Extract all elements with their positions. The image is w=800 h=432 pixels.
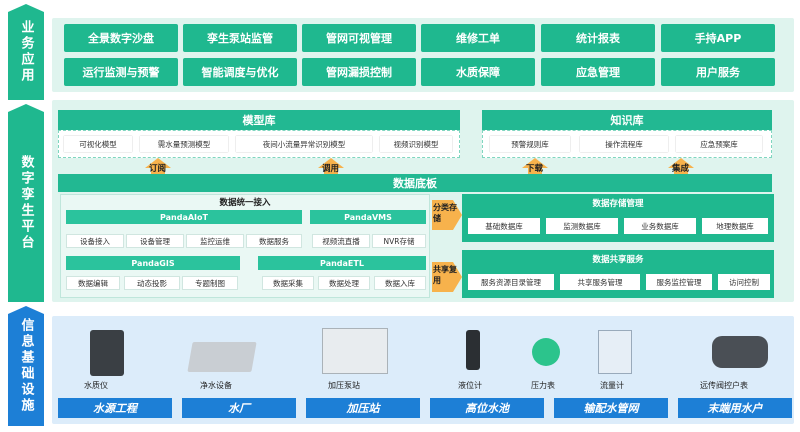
share-label: 共享复用: [433, 265, 457, 285]
aiot-item[interactable]: 监控运维: [186, 234, 244, 248]
arrow-label: 订阅: [149, 164, 167, 174]
infra-label: 水源工程: [58, 398, 172, 418]
app-button[interactable]: 维修工单: [421, 24, 535, 52]
app-button[interactable]: 用户服务: [661, 58, 775, 86]
gis-item[interactable]: 专题制图: [182, 276, 238, 290]
etl-item[interactable]: 数据采集: [262, 276, 314, 290]
arrow-stem: [528, 168, 542, 174]
infra-label: 加压站: [306, 398, 420, 418]
knowledge-item[interactable]: 预警规则库: [490, 136, 570, 152]
app-button[interactable]: 手持APP: [661, 24, 775, 52]
app-button[interactable]: 全景数字沙盘: [64, 24, 178, 52]
arrow-head: [522, 158, 548, 168]
model-item[interactable]: 需水量预测模型: [140, 136, 228, 152]
infra-band: [52, 316, 794, 424]
storage-item[interactable]: 地理数据库: [702, 218, 768, 234]
arrow-label: 集成: [672, 164, 690, 174]
sharing-title: 数据共享服务: [592, 255, 644, 265]
infra-label: 输配水管网: [554, 398, 668, 418]
arrow-stem: [151, 168, 165, 174]
model-item[interactable]: 视频识别模型: [380, 136, 452, 152]
arrow-stem: [324, 168, 338, 174]
arrow-label: 调用: [322, 164, 340, 174]
device-image: [532, 338, 560, 366]
device-label: 液位计: [458, 381, 482, 390]
app-button[interactable]: 管网漏损控制: [302, 58, 416, 86]
aiot-title: PandaAIoT: [66, 210, 302, 224]
arrow-head: [145, 158, 171, 168]
arrow-stem: [674, 168, 688, 174]
app-button[interactable]: 应急管理: [541, 58, 655, 86]
sharing-item[interactable]: 访问控制: [718, 274, 770, 290]
vms-item[interactable]: NVR存储: [372, 234, 426, 248]
device-image: [187, 342, 257, 372]
device-label: 远传阀控户表: [700, 381, 748, 390]
device-label: 水质仪: [84, 381, 108, 390]
app-button[interactable]: 智能调度与优化: [183, 58, 297, 86]
sharing-item[interactable]: 共享服务管理: [560, 274, 640, 290]
data-base-title: 数据底板: [58, 174, 772, 192]
knowledge-lib-title: 知识库: [482, 110, 772, 130]
infra-label: 高位水池: [430, 398, 544, 418]
app-button[interactable]: 管网可视管理: [302, 24, 416, 52]
etl-item[interactable]: 数据入库: [374, 276, 426, 290]
device-image: [90, 330, 124, 376]
unified-access-title: 数据统一接入: [219, 198, 271, 208]
storage-item[interactable]: 监测数据库: [546, 218, 618, 234]
gis-title: PandaGIS: [66, 256, 240, 270]
infra-label: 水厂: [182, 398, 296, 418]
device-image: [322, 328, 388, 374]
model-item[interactable]: 可视化模型: [64, 136, 132, 152]
sharing-item[interactable]: 服务监控管理: [646, 274, 712, 290]
app-button[interactable]: 统计报表: [541, 24, 655, 52]
device-image: [712, 336, 768, 368]
arrow-head: [668, 158, 694, 168]
app-button[interactable]: 孪生泵站监管: [183, 24, 297, 52]
side-label-infra: 信息基础设施: [8, 306, 44, 426]
knowledge-item[interactable]: 应急预案库: [676, 136, 762, 152]
sharing-item[interactable]: 服务资源目录管理: [468, 274, 554, 290]
gis-item[interactable]: 动态投影: [124, 276, 180, 290]
etl-title: PandaETL: [258, 256, 426, 270]
etl-item[interactable]: 数据处理: [318, 276, 370, 290]
storage-item[interactable]: 业务数据库: [624, 218, 696, 234]
app-button[interactable]: 水质保障: [421, 58, 535, 86]
store-label: 分类存储: [433, 203, 457, 223]
storage-title: 数据存储管理: [592, 199, 644, 209]
knowledge-item[interactable]: 操作流程库: [580, 136, 668, 152]
device-label: 净水设备: [200, 381, 232, 390]
device-label: 压力表: [531, 381, 555, 390]
arrow-head: [318, 158, 344, 168]
storage-item[interactable]: 基础数据库: [468, 218, 540, 234]
arrow-label: 下载: [526, 164, 544, 174]
side-label-app: 业务应用: [8, 4, 44, 100]
device-image: [466, 330, 480, 370]
model-lib-title: 模型库: [58, 110, 460, 130]
vms-item[interactable]: 视频流直播: [312, 234, 370, 248]
device-image: [598, 330, 632, 374]
aiot-item[interactable]: 设备管理: [126, 234, 184, 248]
model-item[interactable]: 夜间小流量异常识别模型: [236, 136, 372, 152]
device-label: 流量计: [600, 381, 624, 390]
aiot-item[interactable]: 设备接入: [66, 234, 124, 248]
app-button[interactable]: 运行监测与预警: [64, 58, 178, 86]
vms-title: PandaVMS: [310, 210, 426, 224]
infra-label: 末端用水户: [678, 398, 792, 418]
aiot-item[interactable]: 数据服务: [246, 234, 302, 248]
gis-item[interactable]: 数据编辑: [66, 276, 120, 290]
side-label-twin: 数字孪生平台: [8, 104, 44, 302]
device-label: 加压泵站: [328, 381, 360, 390]
